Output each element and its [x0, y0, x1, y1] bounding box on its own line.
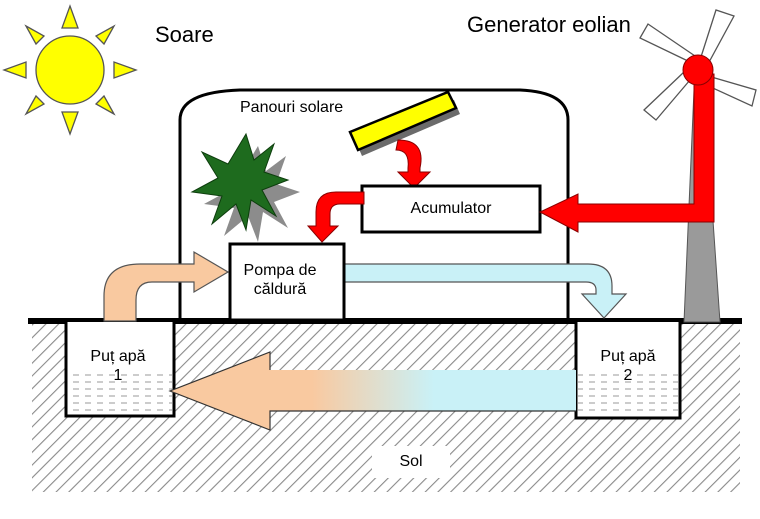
accumulator-label: Acumulator [362, 186, 540, 232]
underground-flow-arrow-outline [168, 351, 576, 431]
soil-text: Sol [399, 453, 423, 471]
well-1-text-line2: 1 [113, 367, 123, 384]
sun-label: Soare [155, 22, 214, 47]
wind-to-accumulator-arrow [538, 73, 715, 233]
well-2-text-line2: 2 [623, 367, 633, 384]
soil-label: Sol [372, 446, 450, 478]
well-1 [64, 322, 176, 418]
plant-icon [190, 132, 300, 242]
warm-flow-arrow [103, 250, 230, 322]
well-2-label: Puț apă 2 [576, 344, 680, 388]
solar-panels-label: Panouri solare [240, 99, 344, 116]
cold-flow-arrow [343, 263, 628, 319]
soil-label-box [372, 446, 450, 478]
greenhouse-outline [178, 88, 570, 321]
turbine-hub [682, 54, 714, 86]
well-1-label: Puț apă 1 [66, 344, 170, 388]
wind-turbine-blades [639, 9, 757, 121]
heat-pump-text-line1: Pompa de [243, 261, 317, 279]
well-2 [574, 322, 682, 420]
sun-icon [2, 4, 138, 136]
solar-panel [348, 90, 460, 156]
heat-pump-box [228, 242, 346, 322]
solar-to-accumulator-arrow [395, 139, 432, 189]
accumulator-to-pump-arrow [306, 191, 365, 243]
heat-pump-text-line2: căldură [253, 281, 307, 298]
heat-pump-label: Pompa de căldură [230, 256, 330, 304]
well-2-text-line1: Puț apă [600, 347, 656, 365]
accumulator-box [360, 184, 542, 234]
accumulator-text: Acumulator [410, 200, 492, 218]
wind-generator-label: Generator eolian [467, 12, 631, 37]
well-1-text-line1: Puț apă [90, 347, 146, 365]
